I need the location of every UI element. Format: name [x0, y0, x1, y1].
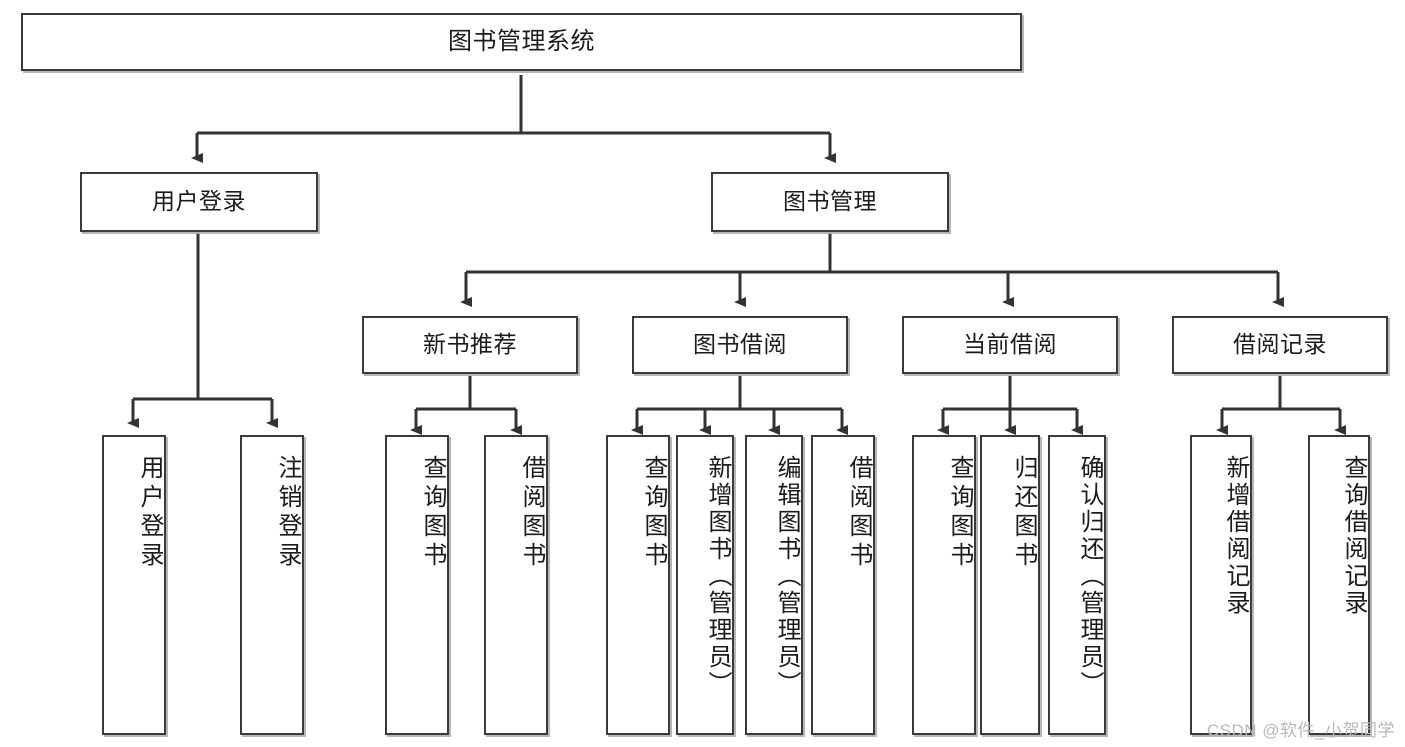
node-user-login[interactable]: 用户登录 — [80, 172, 318, 232]
leaf-edit-book-admin[interactable]: 编辑图书（管理员） — [745, 435, 803, 735]
leaf-user-login[interactable]: 用户登录 — [102, 435, 166, 735]
node-label: 借阅图书 — [518, 455, 545, 571]
node-label: 注销登录 — [274, 455, 301, 571]
leaf-add-book-admin[interactable]: 新增图书（管理员） — [676, 435, 734, 735]
node-label: 借阅记录 — [1233, 331, 1327, 358]
node-label: 编辑图书（管理员） — [773, 455, 800, 698]
leaf-query-book-borrow[interactable]: 查询图书 — [606, 435, 670, 735]
node-root-system[interactable]: 图书管理系统 — [21, 13, 1022, 71]
node-book-borrow[interactable]: 图书借阅 — [632, 316, 848, 374]
node-label: 当前借阅 — [963, 331, 1057, 358]
leaf-borrow-book-recommend[interactable]: 借阅图书 — [484, 435, 548, 735]
node-label: 图书管理系统 — [448, 27, 595, 55]
node-label: 用户登录 — [152, 188, 246, 215]
node-label: 查询借阅记录 — [1340, 455, 1367, 617]
watermark: CSDN @软件_小贺同学 — [1206, 721, 1395, 740]
node-new-book-recommend[interactable]: 新书推荐 — [362, 316, 578, 374]
node-label: 归还图书 — [1010, 455, 1037, 571]
node-label: 确认归还（管理员） — [1076, 455, 1103, 698]
leaf-return-book[interactable]: 归还图书 — [980, 435, 1040, 735]
leaf-borrow-book[interactable]: 借阅图书 — [811, 435, 875, 735]
node-label: 查询图书 — [419, 455, 446, 571]
node-label: 用户登录 — [136, 455, 163, 571]
node-label: 借阅图书 — [845, 455, 872, 571]
leaf-add-borrow-record[interactable]: 新增借阅记录 — [1190, 435, 1252, 735]
leaf-logout[interactable]: 注销登录 — [240, 435, 304, 735]
node-label: 图书借阅 — [693, 331, 787, 358]
node-label: 新增图书（管理员） — [704, 455, 731, 698]
node-book-management[interactable]: 图书管理 — [711, 172, 949, 232]
leaf-query-book-current[interactable]: 查询图书 — [912, 435, 976, 735]
leaf-query-book-recommend[interactable]: 查询图书 — [385, 435, 449, 735]
node-label: 新增借阅记录 — [1222, 455, 1249, 617]
node-label: 新书推荐 — [423, 331, 517, 358]
node-current-borrow[interactable]: 当前借阅 — [902, 316, 1118, 374]
leaf-confirm-return-admin[interactable]: 确认归还（管理员） — [1048, 435, 1106, 735]
leaf-query-borrow-record[interactable]: 查询借阅记录 — [1308, 435, 1370, 735]
node-label: 图书管理 — [783, 188, 877, 215]
node-label: 查询图书 — [946, 455, 973, 571]
node-borrow-record[interactable]: 借阅记录 — [1172, 316, 1388, 374]
node-label: 查询图书 — [640, 455, 667, 571]
